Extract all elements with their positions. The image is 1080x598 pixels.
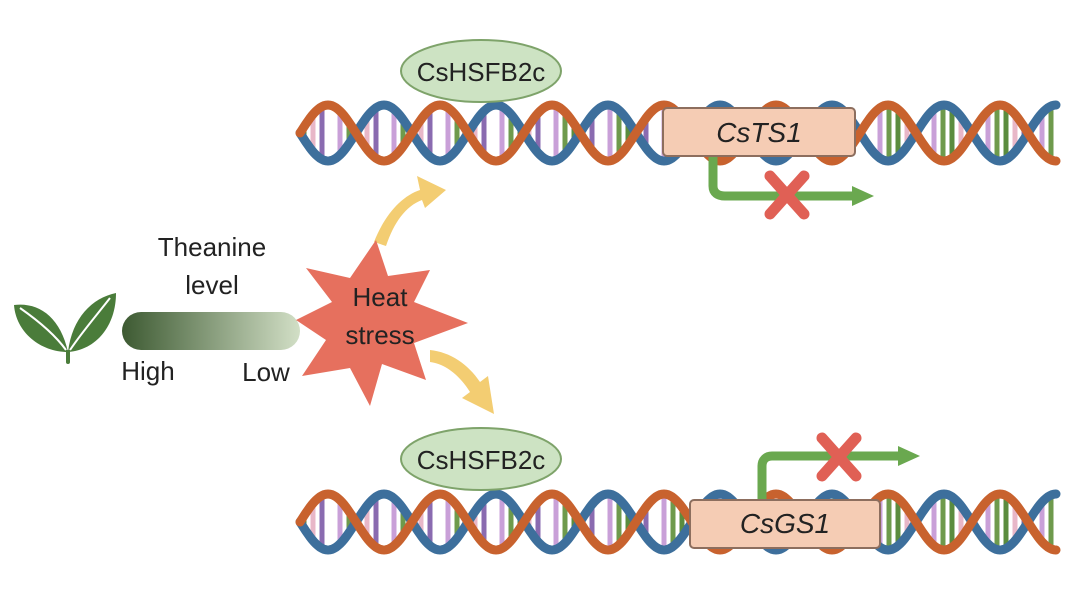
theanine-title-line1: Theanine [158,232,266,262]
dna-strand [295,489,1061,555]
curved-arrow-down-icon [430,350,494,414]
heat-stress-label-line1: Heat [353,282,409,312]
theanine-low-label: Low [242,357,290,387]
transcription-factor-bottom [400,427,562,491]
transcription-factor-top-label: CsHSFB2c [417,57,546,87]
dna-helix-bottom [295,489,1061,555]
theanine-level-gradient-bar [122,312,300,350]
theanine-title-line2: level [185,270,238,300]
tea-leaf-icon [14,293,116,364]
gene-box-bottom [689,499,881,549]
theanine-high-label: High [121,356,174,386]
transcription-factor-top [400,39,562,103]
gene-box-top [662,107,856,157]
dna-strand [295,489,1061,555]
heat-stress-burst-icon [296,240,468,406]
blocked-x-bottom-icon [816,432,862,482]
gene-bottom-label: CsGS1 [740,508,830,539]
blocked-x-top-icon [764,170,810,220]
heat-stress-label-line2: stress [345,320,414,350]
curved-arrow-up-icon [374,176,446,246]
expression-arrow-bottom-icon [757,446,920,499]
transcription-factor-bottom-label: CsHSFB2c [417,445,546,475]
gene-top-label: CsTS1 [716,117,802,148]
expression-arrow-top-icon [708,157,874,206]
